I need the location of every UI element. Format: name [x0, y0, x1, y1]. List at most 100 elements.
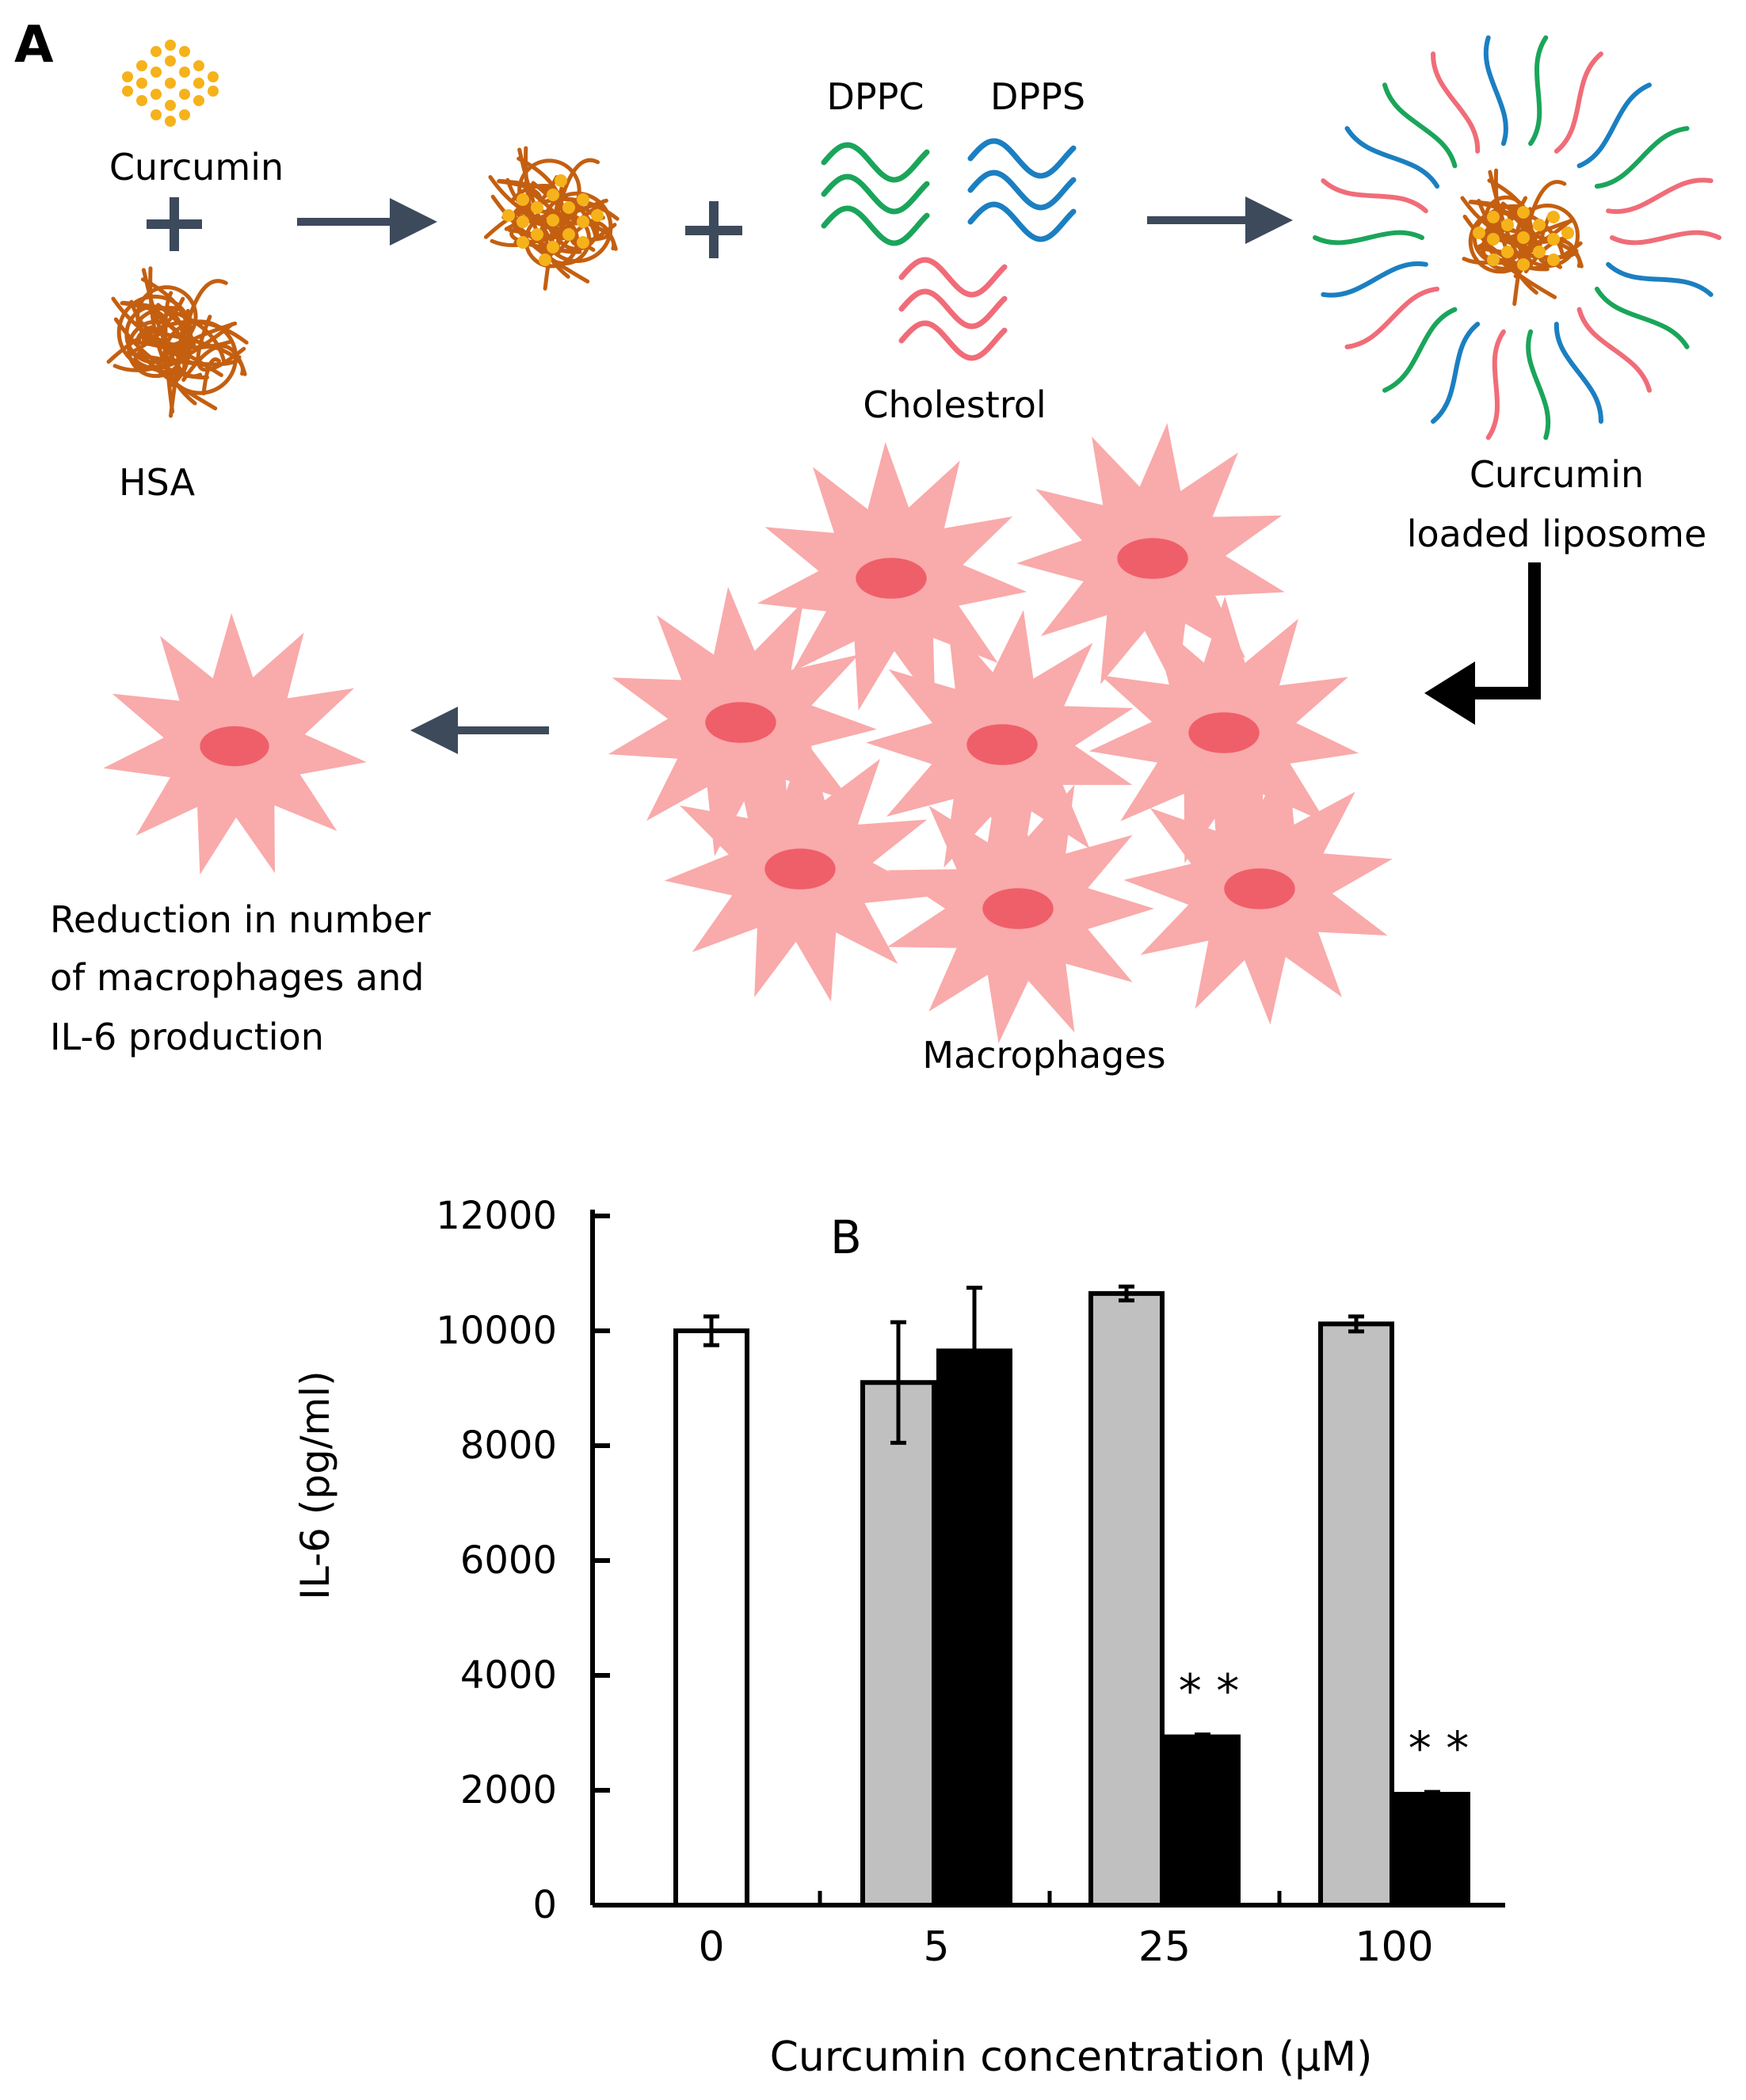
curcumin-dot — [1517, 231, 1530, 244]
plus-icon — [685, 201, 742, 258]
macrophage-cell — [886, 773, 1154, 1044]
bar — [673, 1328, 749, 1908]
curcumin-dot — [179, 109, 190, 120]
lipid-chain — [1382, 307, 1458, 393]
curcumin-dot — [562, 228, 575, 241]
x-tick-label: 100 — [1355, 1923, 1433, 1971]
bar — [1318, 1321, 1394, 1908]
curcumin-dot — [517, 193, 529, 206]
curcumin-dot — [1547, 211, 1560, 223]
curcumin-dot — [165, 100, 176, 111]
y-tick-label: 0 — [532, 1883, 557, 1927]
macrophage-nucleus-icon — [764, 848, 836, 890]
significance-marker: * * — [1409, 1721, 1469, 1775]
reduction-line-1: Reduction in number — [50, 898, 431, 941]
lipid-chain — [1344, 126, 1440, 189]
liposome-icon — [1313, 35, 1721, 440]
macrophage-nucleus-icon — [200, 726, 269, 767]
curcumin-dot — [1547, 253, 1560, 266]
curcumin-dot — [151, 46, 162, 57]
lipid-chain — [1431, 322, 1481, 424]
curcumin-dot — [151, 109, 162, 120]
macrophage-cell — [664, 733, 934, 1002]
panel-b-letter: B — [830, 1210, 862, 1264]
curcumin-dot — [165, 55, 176, 67]
curcumin-dot — [1487, 211, 1500, 223]
curcumin-dot — [1547, 233, 1560, 246]
curcumin-dot — [151, 89, 162, 100]
lipid-chain — [1321, 261, 1428, 298]
curcumin-dot — [136, 60, 147, 71]
protein-loop — [1515, 203, 1580, 269]
curcumin-dot — [122, 71, 133, 82]
protein-strand — [518, 205, 616, 251]
bar — [1088, 1290, 1165, 1908]
macrophage-cell — [1016, 422, 1285, 693]
curcumin-dot — [555, 174, 567, 187]
curcumin-dot — [179, 67, 190, 78]
curcumin-dot — [577, 215, 589, 228]
curcumin-dot — [193, 60, 204, 71]
curcumin-dot — [136, 95, 147, 106]
lipid-chain — [1576, 82, 1652, 169]
curcumin-dot — [193, 95, 204, 106]
curcumin-dot — [165, 78, 176, 89]
lipid-chain — [1313, 230, 1424, 246]
y-axis-label: IL-6 (pg/ml) — [292, 1370, 338, 1599]
curcumin-dot — [179, 89, 190, 100]
lipid-chain — [967, 201, 1077, 242]
y-tick-label: 8000 — [460, 1424, 557, 1468]
macrophage-nucleus-icon — [705, 702, 776, 743]
lipid-chain — [1485, 329, 1506, 440]
protein-strand — [1537, 212, 1583, 265]
curcumin-label: Curcumin — [109, 146, 284, 189]
curcumin-dot — [1473, 227, 1485, 239]
lipid-chain — [1483, 35, 1508, 147]
curcumin-dot — [547, 241, 559, 253]
protein-loop — [135, 285, 198, 348]
lipid-chain — [1553, 51, 1603, 154]
macrophage-cell — [103, 613, 367, 875]
bar — [860, 1380, 936, 1908]
cholesterol-lipid-icon — [898, 257, 1008, 361]
lipid-chain — [967, 170, 1077, 211]
lipid-chain — [898, 257, 1008, 298]
elbow-arrow-icon — [1424, 562, 1541, 725]
panel-a-letter: A — [14, 16, 54, 74]
lipid-chain — [1553, 322, 1603, 424]
y-tick-label: 2000 — [460, 1768, 557, 1812]
curcumin-dot — [547, 214, 559, 227]
curcumin-dot — [591, 209, 604, 222]
x-tick-label: 25 — [1138, 1923, 1191, 1971]
bar — [936, 1348, 1012, 1908]
curcumin-dot — [193, 78, 204, 89]
macrophage-nucleus-icon — [856, 558, 927, 599]
curcumin-dot — [577, 236, 589, 249]
lipid-chain — [821, 173, 930, 215]
lipid-chain — [1344, 286, 1440, 349]
macrophages-label: Macrophages — [922, 1034, 1165, 1077]
lipid-chain — [821, 142, 930, 183]
curcumin-dot — [1533, 219, 1546, 231]
lipid-chain — [1610, 230, 1721, 246]
curcumin-dot — [562, 201, 575, 214]
curcumin-dot — [136, 78, 147, 89]
macrophage-nucleus-icon — [1188, 712, 1260, 753]
protein-strand — [143, 328, 245, 376]
bar — [1394, 1792, 1470, 1908]
curcumin-dots-icon — [122, 40, 219, 127]
x-tick-label: 0 — [698, 1923, 724, 1971]
curcumin-dot — [122, 86, 133, 97]
curcumin-dot — [531, 201, 543, 214]
lipid-chain — [898, 320, 1008, 361]
panel-a: A Curcumin HSA DPPC DPPS Cholestrol — [14, 16, 1721, 1077]
y-tick-label: 12000 — [436, 1194, 557, 1238]
chart-marks: * ** * — [673, 1284, 1470, 1908]
curcumin-dot — [1517, 258, 1530, 271]
curcumin-dot — [1561, 227, 1574, 239]
dppc-label: DPPC — [826, 75, 924, 118]
macrophage-cell — [608, 586, 877, 856]
